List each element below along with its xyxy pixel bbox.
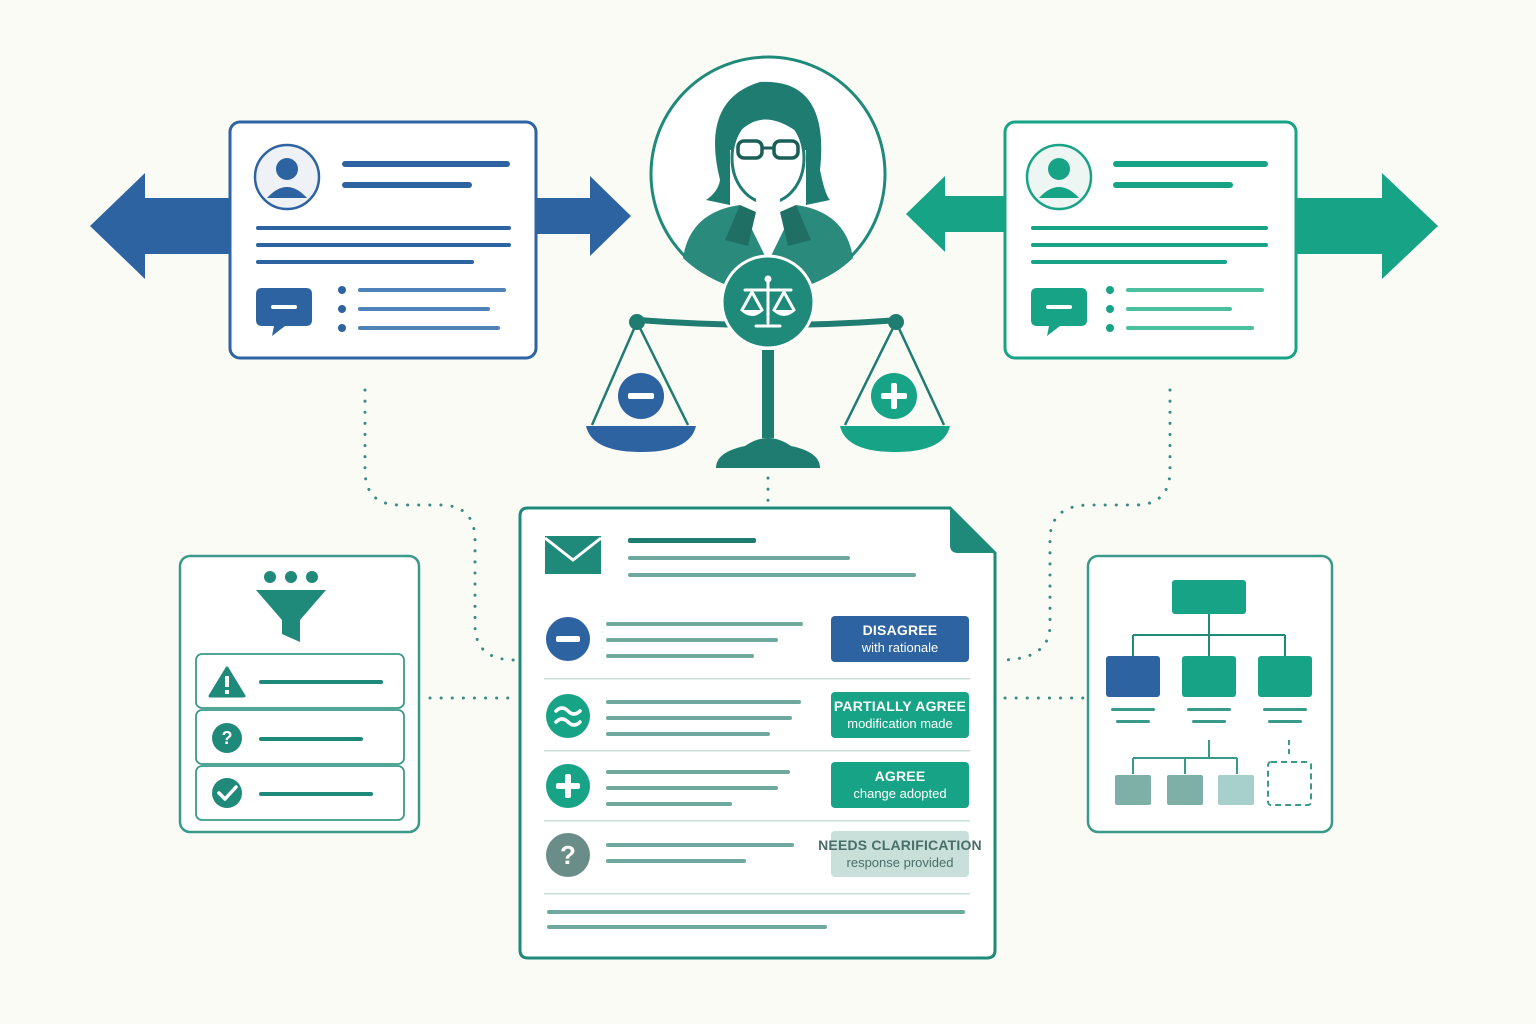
hierarchy-card [1086,554,1334,834]
question-icon: ? [546,833,590,877]
badge-sub: with rationale [861,640,939,655]
triage-filter-card: ? [178,554,421,834]
scale-of-justice-icon [586,254,950,468]
badge-disagree: DISAGREE with rationale [831,616,969,662]
hierarchy-chart-icon [1106,580,1312,806]
minus-icon [546,617,590,661]
right-bidirectional-arrow [906,173,1438,279]
badge-agree: AGREE change adopted [831,762,969,808]
badge-sub: modification made [847,716,953,731]
badge-label: NEEDS CLARIFICATION [818,837,982,853]
question-icon: ? [212,723,242,753]
badge-sub: change adopted [853,786,946,801]
approximately-equal-icon [546,694,590,738]
check-icon [212,778,242,808]
dotted-connectors [363,388,1172,700]
response-letter-document: ? DISAGREE with rationale PARTIALLY AGRE… [518,506,997,960]
svg-text:?: ? [222,728,233,748]
reviewer-card-left [228,120,538,360]
plus-icon [871,373,917,419]
badge-label: DISAGREE [863,622,938,638]
badge-partially-agree: PARTIALLY AGREE modification made [831,692,969,738]
minus-icon [618,373,664,419]
plus-icon [546,764,590,808]
reviewer-card-right [1003,120,1298,360]
avatar-icon [253,143,321,211]
badge-sub: response provided [847,855,954,870]
chat-bubble-icon [1031,288,1087,336]
reviewer-woman-icon [649,55,887,293]
svg-text:?: ? [560,840,576,870]
envelope-icon [544,536,602,574]
badge-needs-clarification: NEEDS CLARIFICATION response provided [818,831,982,877]
warning-icon [208,666,246,698]
avatar-icon [1025,143,1093,211]
badge-label: AGREE [875,768,926,784]
chat-bubble-icon [256,288,312,336]
badge-label: PARTIALLY AGREE [834,698,966,714]
funnel-filter-icon [256,571,326,642]
left-bidirectional-arrow [90,173,631,279]
